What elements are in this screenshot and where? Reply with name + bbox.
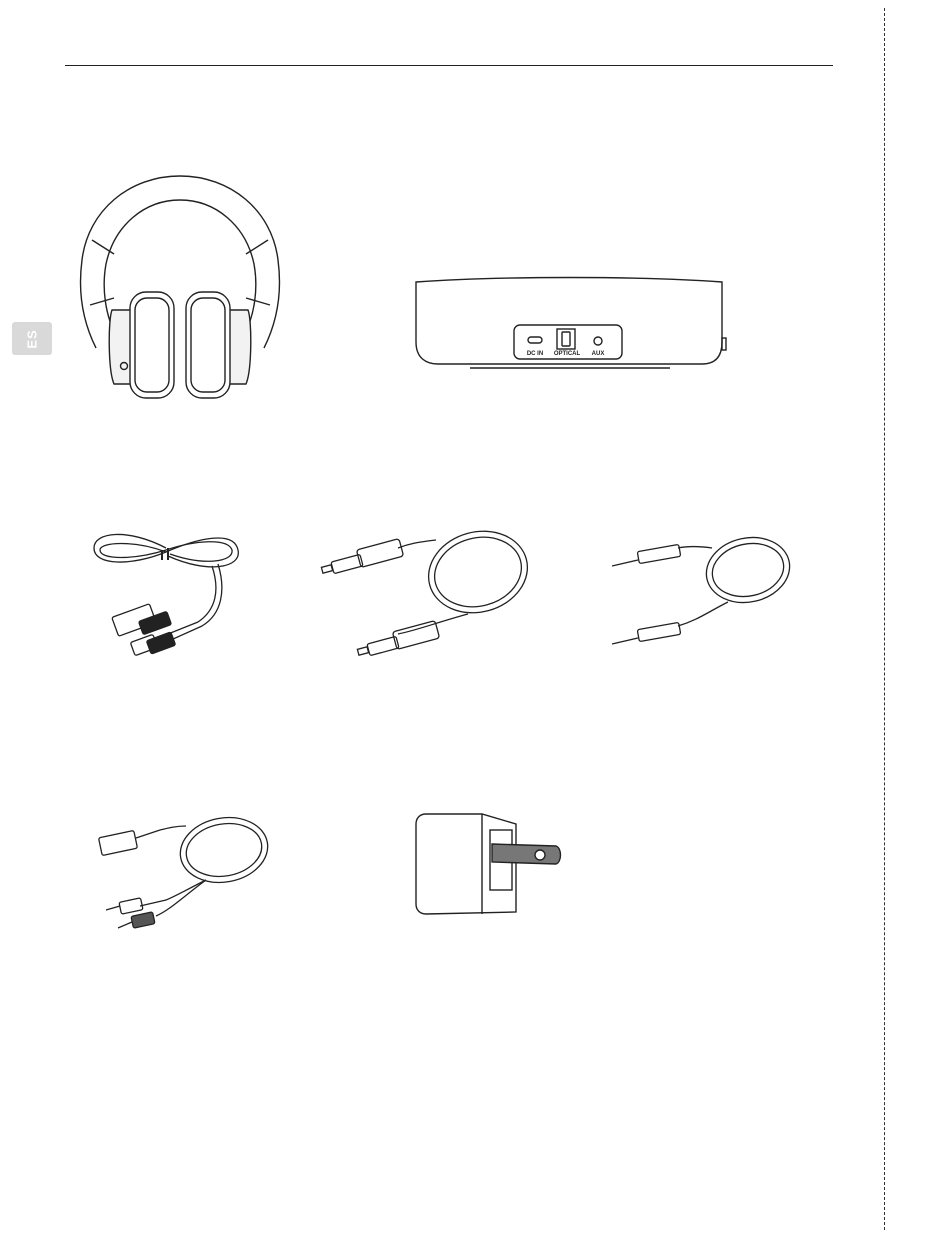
transmitter-figure: DC IN OPTICAL AUX bbox=[410, 272, 730, 372]
optical-cable-icon bbox=[318, 522, 538, 672]
rca-cable-figure bbox=[96, 810, 276, 940]
cut-line bbox=[884, 8, 885, 1230]
optical-cable-figure bbox=[318, 522, 538, 672]
headphones-icon bbox=[78, 170, 282, 402]
rca-adapter-cable-icon bbox=[96, 810, 276, 940]
aux-cable-figure bbox=[608, 522, 798, 662]
usb-cable-icon bbox=[88, 520, 248, 670]
header-rule bbox=[65, 65, 833, 66]
headphones-figure bbox=[78, 170, 282, 402]
language-tab-label: ES bbox=[25, 329, 40, 348]
language-tab: ES bbox=[12, 322, 52, 355]
port-label-dc-in: DC IN bbox=[527, 351, 543, 357]
transmitter-base-icon: DC IN OPTICAL AUX bbox=[410, 272, 730, 372]
power-adapter-icon bbox=[412, 810, 572, 920]
port-label-aux: AUX bbox=[592, 351, 605, 357]
usb-cable-figure bbox=[88, 520, 248, 670]
port-label-optical: OPTICAL bbox=[554, 351, 581, 357]
power-adapter-figure bbox=[412, 810, 572, 920]
aux-cable-icon bbox=[608, 522, 798, 662]
